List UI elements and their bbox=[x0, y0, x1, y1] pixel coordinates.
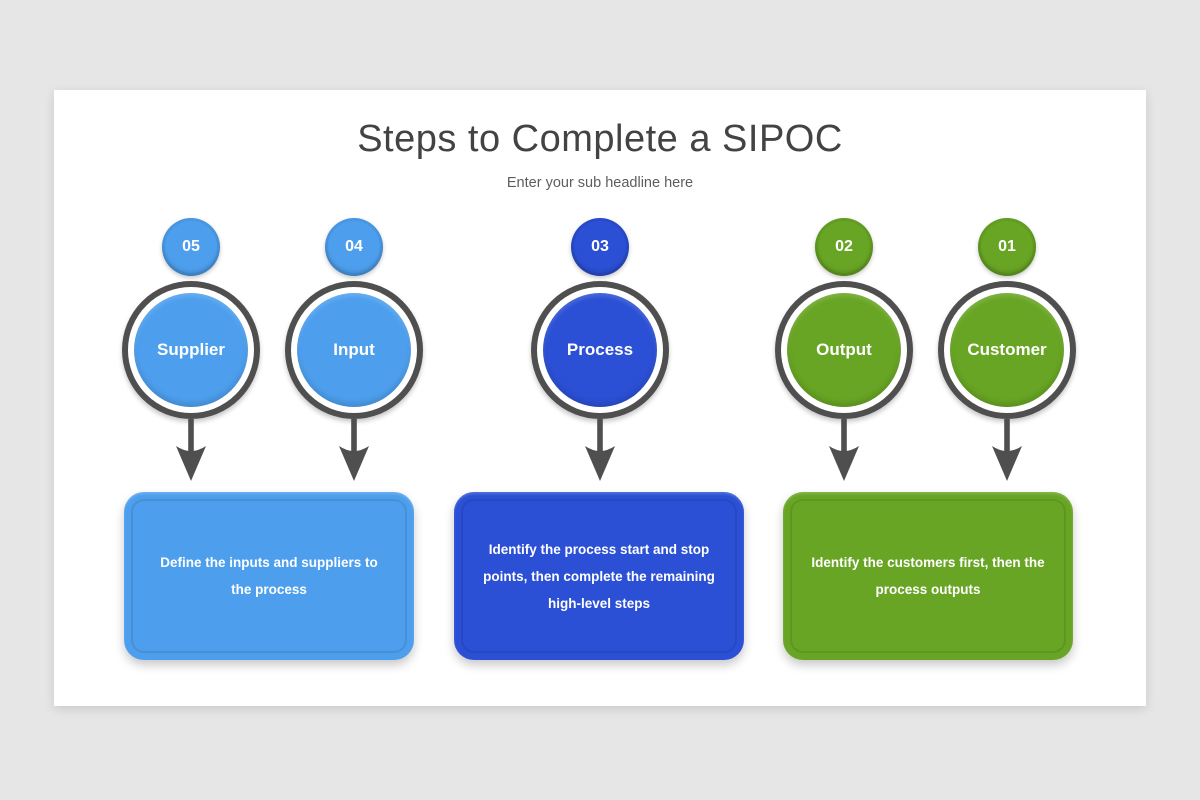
step-column-output: 02 Output bbox=[775, 218, 913, 481]
page-subtitle: Enter your sub headline here bbox=[506, 175, 694, 191]
description-box-output-customer: Identify the customers first, then the p… bbox=[783, 492, 1073, 660]
down-arrow-icon bbox=[339, 419, 369, 481]
step-label: Input bbox=[333, 340, 375, 359]
step-number-text: 02 bbox=[835, 238, 853, 255]
step-number-text: 04 bbox=[345, 238, 363, 255]
step-number-text: 05 bbox=[182, 238, 200, 255]
description-text: Define the inputs and suppliers to the p… bbox=[160, 555, 378, 597]
step-circle-ring: Input bbox=[285, 281, 423, 419]
step-column-input: 04 Input bbox=[285, 218, 423, 481]
step-column-customer: 01 Customer bbox=[938, 218, 1076, 481]
down-arrow-icon bbox=[585, 419, 615, 481]
step-number-badge: 02 bbox=[815, 218, 873, 276]
step-number-text: 03 bbox=[591, 238, 609, 255]
step-circle-ring: Process bbox=[531, 281, 669, 419]
down-arrow-icon bbox=[992, 419, 1022, 481]
step-circle: Output bbox=[787, 293, 901, 407]
description-box-supplier-input: Define the inputs and suppliers to the p… bbox=[124, 492, 414, 660]
step-circle: Customer bbox=[950, 293, 1064, 407]
step-column-supplier: 05 Supplier bbox=[122, 218, 260, 481]
step-circle-ring: Output bbox=[775, 281, 913, 419]
step-label: Process bbox=[566, 340, 634, 359]
step-number-badge: 04 bbox=[325, 218, 383, 276]
description-box-process: Identify the process start and stop poin… bbox=[454, 492, 744, 660]
step-circle-ring: Supplier bbox=[122, 281, 260, 419]
step-column-process: 03 Process bbox=[531, 218, 669, 481]
step-circle: Process bbox=[543, 293, 657, 407]
step-number-text: 01 bbox=[998, 238, 1016, 255]
down-arrow-icon bbox=[829, 419, 859, 481]
down-arrow-icon bbox=[176, 419, 206, 481]
step-label: Customer bbox=[967, 340, 1047, 359]
description-text: Identify the process start and stop poin… bbox=[483, 541, 715, 611]
step-circle: Supplier bbox=[134, 293, 248, 407]
page-title: Steps to Complete a SIPOC bbox=[357, 118, 843, 160]
step-number-badge: 01 bbox=[978, 218, 1036, 276]
slide-canvas: Steps to Complete a SIPOC Enter your sub… bbox=[54, 90, 1146, 706]
description-text: Identify the customers first, then the p… bbox=[811, 555, 1045, 597]
step-label: Output bbox=[816, 340, 872, 359]
step-number-badge: 03 bbox=[571, 218, 629, 276]
step-circle-ring: Customer bbox=[938, 281, 1076, 419]
step-circle: Input bbox=[297, 293, 411, 407]
step-number-badge: 05 bbox=[162, 218, 220, 276]
step-label: Supplier bbox=[156, 340, 225, 359]
